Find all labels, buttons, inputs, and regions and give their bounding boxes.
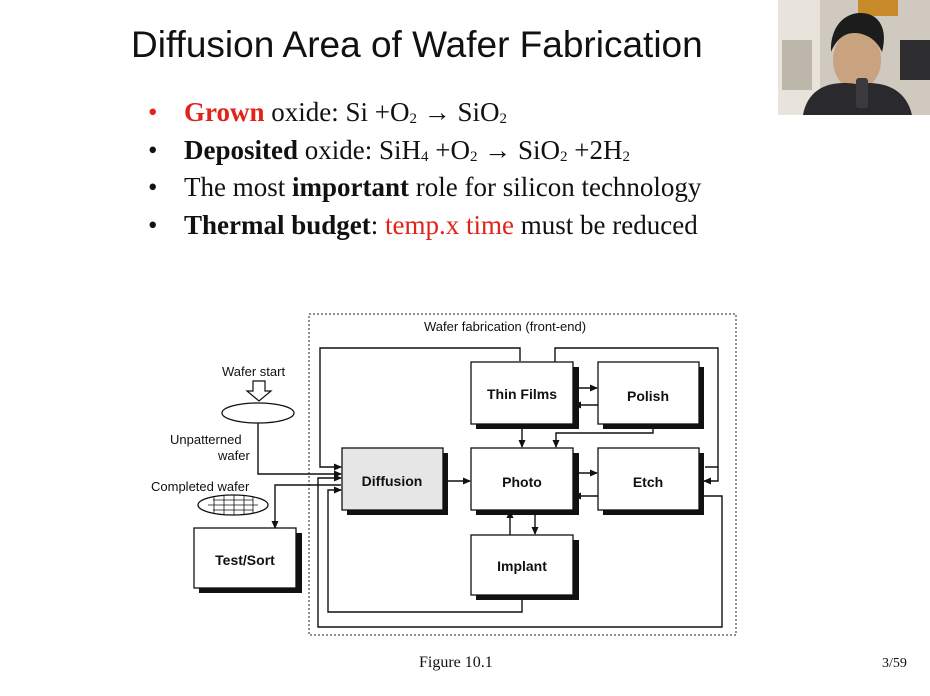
etch-return-line [317,474,723,628]
unpatterned-label: Unpatterned [170,432,242,447]
test-sort-box: Test/Sort [193,527,297,589]
svg-text:Etch: Etch [633,474,663,490]
slide-title: Diffusion Area of Wafer Fabrication [131,24,703,65]
presenter-webcam [778,0,930,115]
svg-text:Diffusion: Diffusion [362,473,423,489]
left-loop-line [319,347,521,471]
svg-text:Photo: Photo [502,474,542,490]
polish-box: Polish [597,361,700,425]
front-end-frame [308,313,737,636]
presenter-video-image [778,0,930,115]
page-number: 3/59 [882,656,907,671]
thin-films-box: Thin Films [470,361,574,425]
bullet-grown-oxide: •Grown oxide: Si +O2 → SiO2 [148,94,701,132]
diffusion-box: Diffusion [341,447,444,511]
etch-box: Etch [597,447,700,511]
bullet-list: •Grown oxide: Si +O2 → SiO2 •Deposited o… [148,94,701,244]
diffusion-to-completed-line [271,484,341,529]
bullet-dot: • [148,209,158,240]
completed-wafer-icon [197,494,269,516]
bullet-important-role: •The most important role for silicon tec… [148,169,701,207]
frame-label: Wafer fabrication (front-end) [424,319,586,334]
completed-wafer-label: Completed wafer [151,479,250,494]
right-loop-line [551,347,719,468]
implant-box: Implant [470,534,574,596]
process-arrows [443,384,654,535]
bottom-loop-line [327,486,523,613]
wafer-start-label: Wafer start [222,364,285,379]
bullet-deposited-oxide: •Deposited oxide: SiH4 +O2 → SiO2 +2H2 [148,132,701,170]
photo-box: Photo [470,447,574,511]
bullet-dot: • [148,134,158,165]
wafer-icon [221,402,295,424]
bullet-dot: • [148,97,158,127]
figure-caption: Figure 10.1 [419,654,493,671]
wafer-start-arrow [245,380,273,402]
bullet-thermal-budget: •Thermal budget: temp.x time must be red… [148,207,701,245]
svg-text:Test/Sort: Test/Sort [215,552,275,568]
svg-text:Thin Films: Thin Films [487,386,557,402]
svg-text:Polish: Polish [627,388,669,404]
wafer-to-diffusion-line [257,423,342,478]
unpatterned-label-2: wafer [217,448,250,463]
svg-text:Implant: Implant [497,558,547,574]
bullet-dot: • [148,172,158,202]
